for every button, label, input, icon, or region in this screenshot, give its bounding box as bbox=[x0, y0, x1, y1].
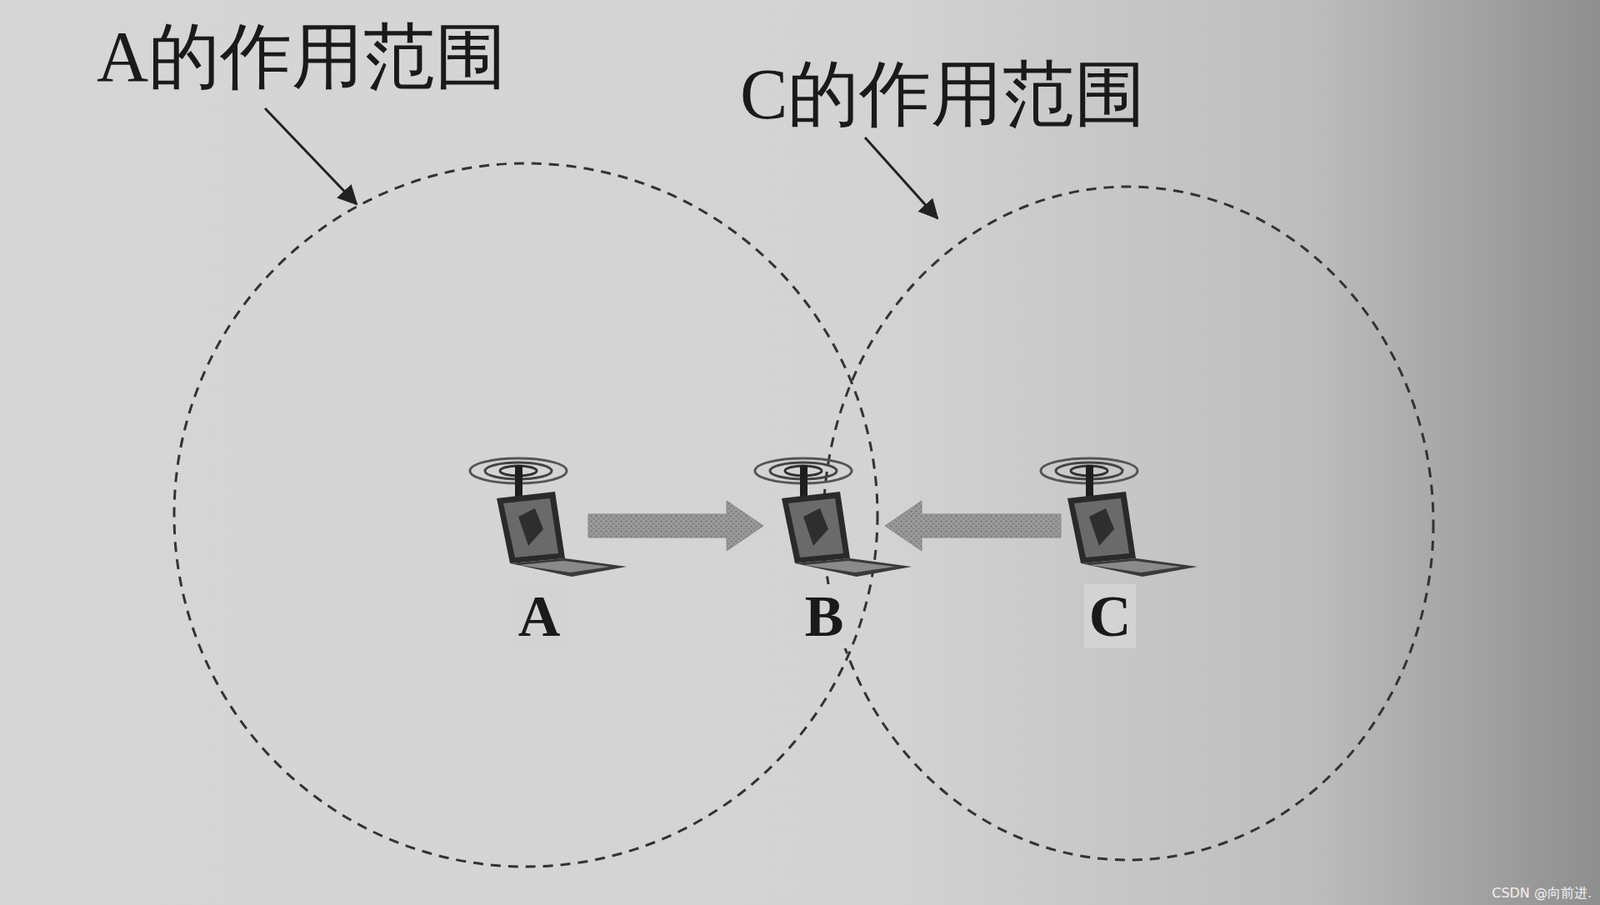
station-name-wrap: C bbox=[1055, 587, 1165, 646]
station-name: B bbox=[800, 584, 850, 649]
station-name: C bbox=[1084, 584, 1137, 649]
transmission-arrow bbox=[885, 500, 1061, 551]
range-circle bbox=[174, 163, 878, 867]
laptop-station: C bbox=[1055, 433, 1165, 655]
station-name-wrap: B bbox=[770, 587, 879, 646]
station-name-wrap: A bbox=[485, 587, 594, 646]
range-label: A的作用范围 bbox=[96, 20, 507, 93]
laptop-icon bbox=[1055, 433, 1206, 584]
leader-line bbox=[865, 137, 938, 219]
laptop-station: B bbox=[770, 433, 879, 655]
range-label: C的作用范围 bbox=[740, 58, 1146, 130]
watermark: CSDN @向前进. bbox=[1491, 886, 1592, 900]
transmission-arrow bbox=[588, 500, 764, 551]
laptop-icon bbox=[770, 433, 920, 584]
laptop-station: A bbox=[485, 433, 594, 655]
laptop-icon bbox=[485, 433, 635, 584]
station-name: A bbox=[513, 584, 566, 649]
leader-line bbox=[265, 108, 357, 205]
range-circle bbox=[823, 186, 1434, 860]
